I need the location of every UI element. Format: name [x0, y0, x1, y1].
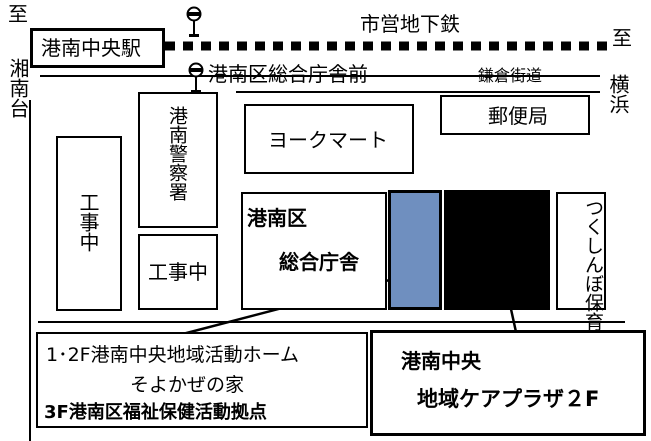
construction-site-lower: 工事中 — [138, 234, 218, 310]
konan-chuo-station-label: 港南中央駅 — [41, 36, 141, 60]
callout-line-2: そよかぜの家 — [130, 374, 245, 396]
right-to-label: 至 — [612, 26, 632, 50]
post-office-label: 郵便局 — [488, 104, 548, 128]
yorkmart-label: ヨークマート — [268, 128, 388, 152]
care-plaza-building — [444, 190, 550, 310]
care-plaza-line-2: 地域ケアプラザ２F — [417, 387, 600, 411]
ward-office: 港南区 総合庁舎 — [241, 192, 387, 310]
callout-line-1: 1･2F港南中央地域活動ホーム — [46, 344, 300, 366]
subway-label: 市営地下鉄 — [360, 12, 460, 36]
construction-lower-label: 工事中 — [148, 260, 208, 284]
police-station: 港南警察署 — [138, 92, 218, 228]
care-plaza-line-1: 港南中央 — [401, 349, 481, 373]
soyokaze-building — [388, 190, 442, 310]
police-station-label: 港南警察署 — [165, 106, 188, 201]
construction-site-left: 工事中 — [56, 136, 122, 311]
right-destination: 横浜 — [606, 74, 630, 114]
care-plaza-callout: 港南中央 地域ケアプラザ２F — [370, 330, 646, 436]
konan-chuo-station: 港南中央駅 — [30, 28, 165, 68]
left-to-label: 至 — [8, 2, 28, 26]
ward-office-stop-label: 港南区総合庁舎前 — [208, 62, 368, 86]
callout-line-3: 3F港南区福祉保健活動拠点 — [44, 402, 267, 423]
yorkmart: ヨークマート — [244, 104, 414, 174]
nursery-label: つくしんぼ保育園 — [582, 198, 604, 350]
post-office: 郵便局 — [440, 95, 590, 135]
nursery-school: つくしんぼ保育園 — [556, 192, 606, 350]
left-destination: 湘南台 — [6, 58, 30, 118]
bus-stop-icon — [186, 6, 202, 37]
soyokaze-callout: 1･2F港南中央地域活動ホーム そよかぜの家 3F港南区福祉保健活動拠点 — [36, 332, 368, 428]
ward-office-label-1: 港南区 — [247, 206, 307, 230]
bus-stop-icon — [188, 62, 204, 93]
ward-office-label-2: 総合庁舎 — [279, 250, 359, 274]
construction-left-label: 工事中 — [76, 192, 100, 252]
kamakura-road-label: 鎌倉街道 — [478, 66, 543, 85]
